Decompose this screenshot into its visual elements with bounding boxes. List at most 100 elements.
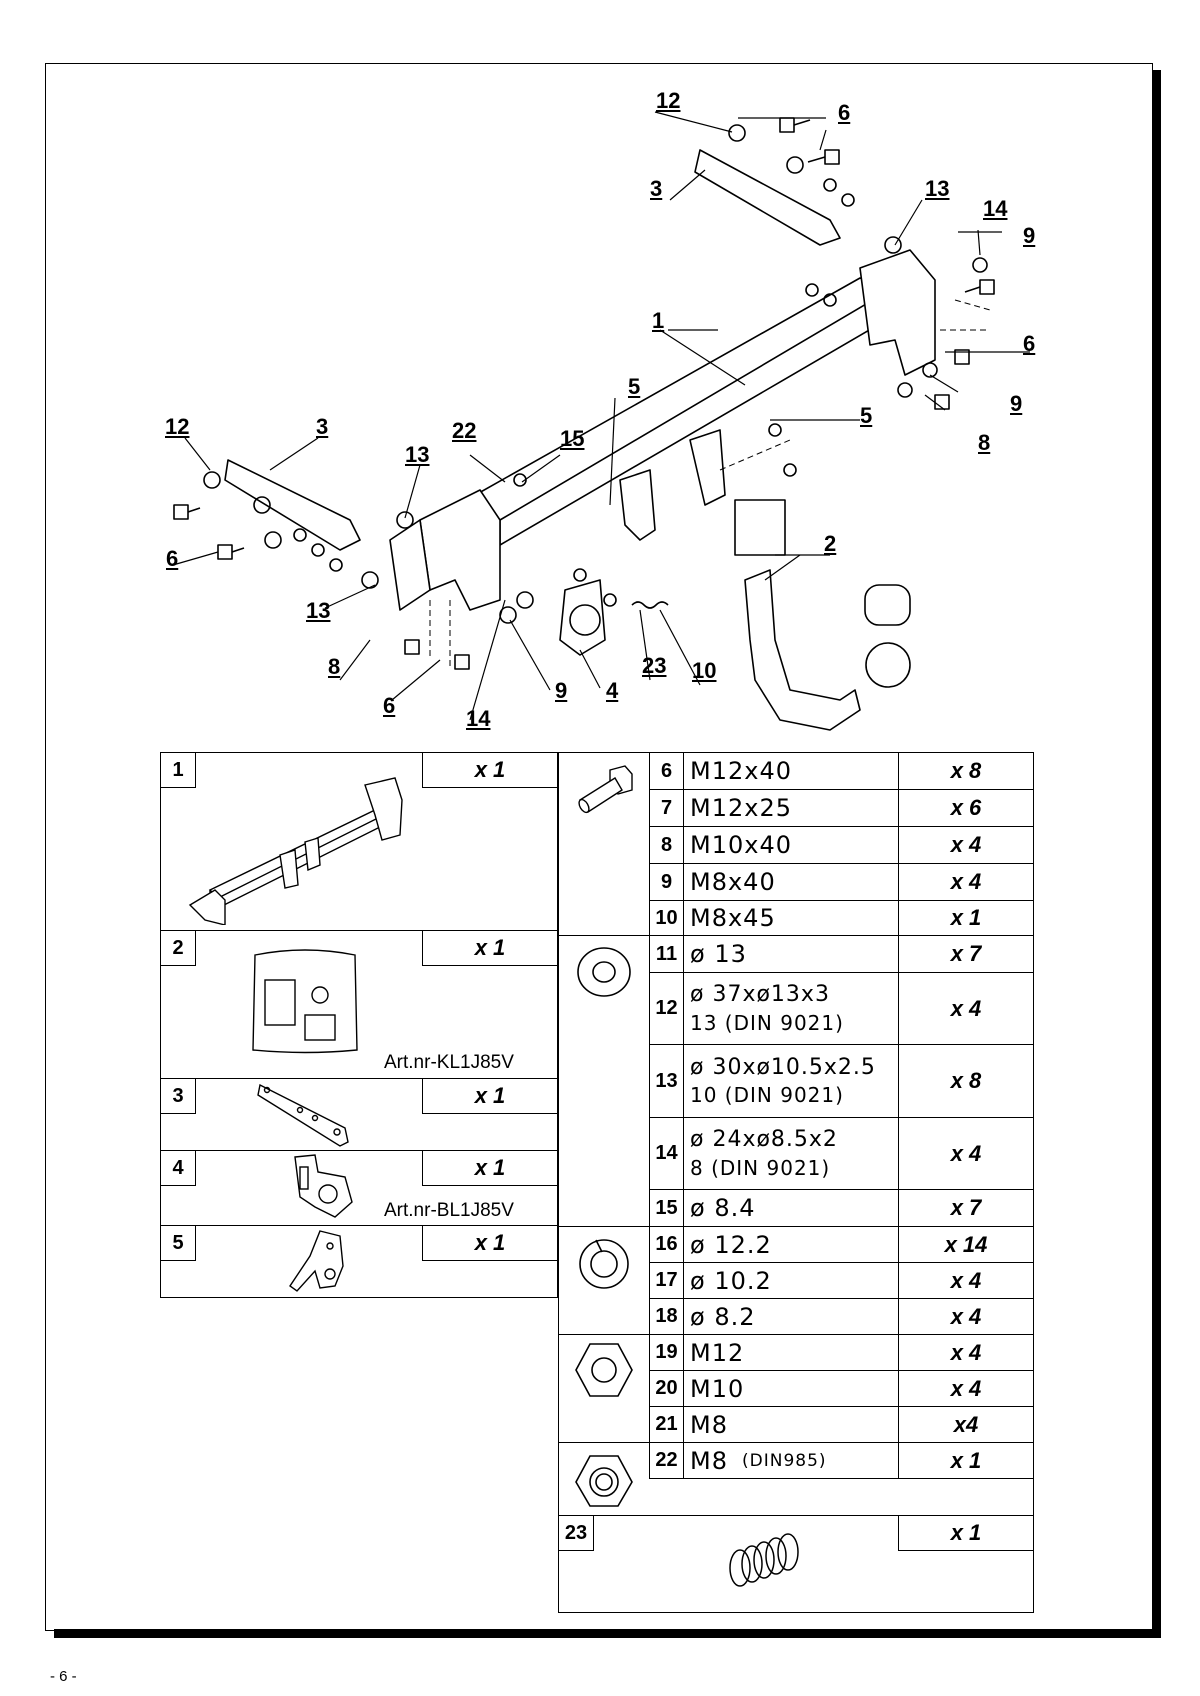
callout-13-left-upper: 13 bbox=[405, 442, 430, 467]
hw-spec-14: ø 24xø8.5x2 8 (DIN 9021) bbox=[683, 1117, 899, 1190]
callout-1: 1 bbox=[652, 308, 665, 333]
part-qty-5: x 1 bbox=[422, 1225, 558, 1261]
bolt-icon bbox=[578, 765, 633, 814]
lock-nut-icon bbox=[575, 1455, 633, 1507]
callout-8-left: 8 bbox=[328, 654, 341, 679]
hw-qty-13: x 8 bbox=[898, 1044, 1034, 1118]
crossbar-thumbnail bbox=[188, 777, 403, 925]
hw-qty-15: x 7 bbox=[898, 1189, 1034, 1227]
hw-spec-14-size: ø 24xø8.5x2 bbox=[690, 1127, 838, 1153]
hw-num-14: 14 bbox=[649, 1117, 684, 1190]
hw-spec-16: ø 12.2 bbox=[683, 1226, 899, 1263]
left-table-outline bbox=[160, 752, 558, 1298]
hw-num-22: 22 bbox=[649, 1442, 684, 1479]
hw-num-23: 23 bbox=[558, 1515, 594, 1551]
side-plate-right bbox=[694, 149, 841, 246]
callout-6-top: 6 bbox=[838, 100, 851, 125]
tow-ball-kit-bag-icon bbox=[252, 949, 358, 1054]
hw-num-13: 13 bbox=[649, 1044, 684, 1118]
hw-spec-15: ø 8.4 bbox=[683, 1189, 899, 1227]
callout-12-top: 12 bbox=[656, 88, 681, 113]
assembly-guide-lines bbox=[429, 299, 991, 670]
hw-spec-22-din: (DIN985) bbox=[741, 1450, 827, 1471]
hw-spec-21: M8 bbox=[683, 1406, 899, 1443]
hw-spec-12: ø 37xø13x3 13 (DIN 9021) bbox=[683, 972, 899, 1045]
socket-plate bbox=[559, 579, 606, 656]
nut-icon bbox=[575, 1343, 633, 1397]
hw-num-9: 9 bbox=[649, 863, 684, 901]
callout-3-left: 3 bbox=[316, 414, 329, 439]
hw-spec-18: ø 8.2 bbox=[683, 1298, 899, 1335]
hw-num-12: 12 bbox=[649, 972, 684, 1045]
hw-qty-7: x 6 bbox=[898, 789, 1034, 827]
part-qty-2: x 1 bbox=[422, 930, 558, 966]
callout-14-lower: 14 bbox=[466, 706, 491, 731]
callout-15: 15 bbox=[560, 426, 585, 451]
callout-5-center: 5 bbox=[628, 374, 641, 399]
callout-9-top: 9 bbox=[1023, 223, 1036, 248]
callout-6-right: 6 bbox=[1023, 331, 1036, 356]
callout-3-top: 3 bbox=[650, 176, 663, 201]
hw-spec-8: M10x40 bbox=[683, 826, 899, 864]
hw-qty-8: x 4 bbox=[898, 826, 1034, 864]
side-plate-left bbox=[224, 459, 361, 551]
hw-qty-6: x 8 bbox=[898, 752, 1034, 790]
hw-qty-19: x 4 bbox=[898, 1334, 1034, 1371]
hw-qty-17: x 4 bbox=[898, 1262, 1034, 1299]
part-num-1: 1 bbox=[160, 752, 196, 788]
hw-qty-14: x 4 bbox=[898, 1117, 1034, 1190]
bolt-icon-cell bbox=[558, 752, 650, 936]
hw-spec-10: M8x45 bbox=[683, 900, 899, 936]
hw-spec-20: M10 bbox=[683, 1370, 899, 1407]
part-num-4: 4 bbox=[160, 1150, 196, 1186]
part-num-3: 3 bbox=[160, 1078, 196, 1114]
hw-spec-13-din: 10 (DIN 9021) bbox=[690, 1083, 844, 1108]
art-nr-socket-plate: Art.nr-BL1J85V bbox=[384, 1200, 514, 1221]
lock-block bbox=[734, 499, 786, 556]
hw-spec-13-size: ø 30xø10.5x2.5 bbox=[690, 1054, 876, 1080]
hw-spec-12-size: ø 37xø13x3 bbox=[690, 982, 830, 1008]
left-bracket bbox=[419, 489, 501, 611]
hw-qty-23: x 1 bbox=[898, 1515, 1034, 1551]
exploded-assembly-drawing bbox=[172, 111, 1030, 731]
callout-12-left: 12 bbox=[165, 414, 190, 439]
callout-8-right: 8 bbox=[978, 430, 991, 455]
right-bracket bbox=[859, 249, 936, 376]
spring-washer-icon bbox=[579, 1239, 629, 1289]
hw-num-21: 21 bbox=[649, 1406, 684, 1443]
callout-2: 2 bbox=[824, 531, 837, 556]
hw-spec-14-din: 8 (DIN 9021) bbox=[690, 1155, 831, 1180]
hw-num-10: 10 bbox=[649, 900, 684, 936]
page-number: - 6 - bbox=[50, 1668, 77, 1685]
callout-6-left: 6 bbox=[166, 546, 179, 571]
hw-spec-19: M12 bbox=[683, 1334, 899, 1371]
part-num-5: 5 bbox=[160, 1225, 196, 1261]
hw-num-15: 15 bbox=[649, 1189, 684, 1227]
callout-13-left-lower: 13 bbox=[306, 598, 331, 623]
hw-spec-17: ø 10.2 bbox=[683, 1262, 899, 1299]
hw-spec-13: ø 30xø10.5x2.5 10 (DIN 9021) bbox=[683, 1044, 899, 1118]
frame-shadow-bottom bbox=[54, 1629, 1161, 1638]
hw-num-16: 16 bbox=[649, 1226, 684, 1263]
hw-num-7: 7 bbox=[649, 789, 684, 827]
art-nr-kit: Art.nr-KL1J85V bbox=[384, 1052, 514, 1073]
hw-qty-10: x 1 bbox=[898, 900, 1034, 936]
hw-num-19: 19 bbox=[649, 1334, 684, 1371]
hw-qty-16: x 14 bbox=[898, 1226, 1034, 1263]
washer-icon bbox=[577, 947, 631, 997]
center-bracket bbox=[619, 469, 656, 541]
side-plate-thumbnail bbox=[257, 1083, 349, 1147]
hw-spec-6: M12x40 bbox=[683, 752, 899, 790]
hw-num-6: 6 bbox=[649, 752, 684, 790]
hw-qty-12: x 4 bbox=[898, 972, 1034, 1045]
part-qty-4: x 1 bbox=[422, 1150, 558, 1186]
callout-22: 22 bbox=[452, 418, 477, 443]
callout-6-lower: 6 bbox=[383, 693, 396, 718]
callout-13-top: 13 bbox=[925, 176, 950, 201]
crossbar bbox=[469, 277, 891, 521]
hw-qty-11: x 7 bbox=[898, 935, 1034, 973]
frame-shadow-right bbox=[1152, 70, 1161, 1638]
hw-num-11: 11 bbox=[649, 935, 684, 973]
leader-lines bbox=[172, 111, 1030, 721]
hw-spec-11: ø 13 bbox=[683, 935, 899, 973]
